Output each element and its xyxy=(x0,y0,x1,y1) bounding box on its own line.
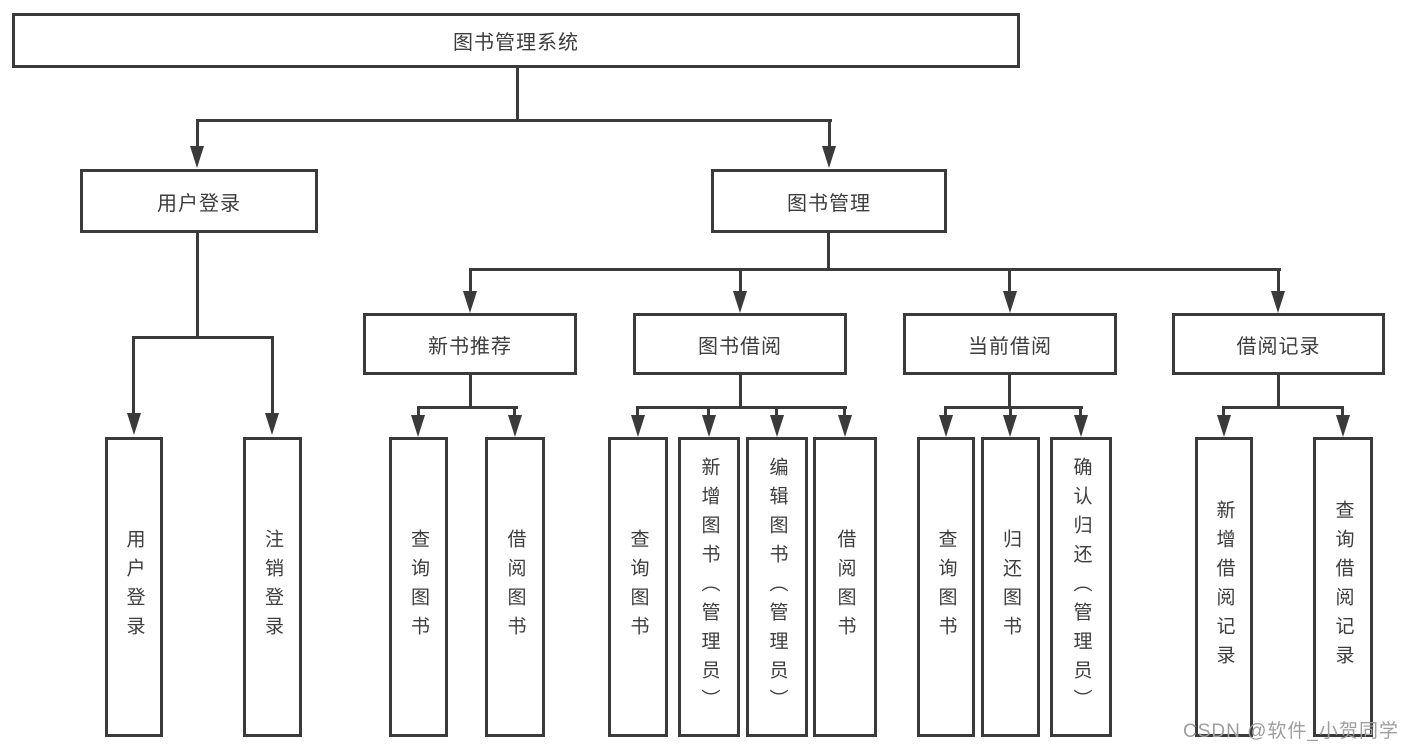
connector-line xyxy=(132,336,274,339)
arrow-down-icon xyxy=(939,415,953,437)
leaf-return-books: 归还图书 xyxy=(981,437,1040,737)
leaf-user-login-label: 用户登录 xyxy=(123,529,145,645)
leaf-logout-label: 注销登录 xyxy=(262,529,283,645)
connector-line xyxy=(516,68,519,120)
connector-line xyxy=(1008,374,1011,408)
connector-line xyxy=(196,232,199,338)
leaf-user-login: 用户登录 xyxy=(105,437,163,737)
connector-line xyxy=(271,336,274,414)
arrow-down-icon xyxy=(702,415,716,437)
arrow-down-icon xyxy=(838,415,852,437)
arrow-down-icon xyxy=(631,415,645,437)
connector-line xyxy=(1222,406,1225,417)
node-root-label: 图书管理系统 xyxy=(453,32,579,54)
node-current-borrow: 当前借阅 xyxy=(903,313,1117,375)
leaf-borrow-query-books: 查询图书 xyxy=(608,437,668,737)
arrow-down-icon xyxy=(1003,291,1017,313)
leaf-borrow-query-books-label: 查询图书 xyxy=(627,529,649,645)
leaf-current-query-books: 查询图书 xyxy=(917,437,975,737)
node-book-management-label: 图书管理 xyxy=(787,192,871,215)
node-new-book-recommend: 新书推荐 xyxy=(363,313,577,375)
connector-line xyxy=(469,374,472,408)
connector-line xyxy=(775,406,778,417)
connector-line xyxy=(1222,406,1344,409)
connector-line xyxy=(1009,406,1012,417)
arrow-down-icon xyxy=(411,415,425,437)
node-user-login-label: 用户登录 xyxy=(157,192,241,215)
arrow-down-icon xyxy=(127,413,141,435)
connector-line xyxy=(1008,268,1011,293)
leaf-return-books-label: 归还图书 xyxy=(1000,529,1021,645)
connector-line xyxy=(417,406,420,417)
leaf-current-query-books-label: 查询图书 xyxy=(935,529,957,645)
arrow-down-icon xyxy=(822,146,836,168)
node-borrow-record: 借阅记录 xyxy=(1172,313,1385,375)
connector-line xyxy=(636,406,639,417)
node-borrow-record-label: 借阅记录 xyxy=(1236,335,1321,358)
arrow-down-icon xyxy=(1074,415,1088,437)
connector-line xyxy=(469,268,1281,271)
connector-line xyxy=(828,119,831,148)
leaf-newbook-borrow-books: 借阅图书 xyxy=(485,437,545,737)
connector-line xyxy=(739,374,742,408)
leaf-borrow-borrow-books-label: 借阅图书 xyxy=(834,529,856,645)
connector-line xyxy=(944,406,947,417)
node-book-management: 图书管理 xyxy=(711,169,947,233)
node-new-book-recommend-label: 新书推荐 xyxy=(428,335,512,358)
arrow-down-icon xyxy=(508,415,522,437)
arrow-down-icon xyxy=(265,413,279,435)
connector-line xyxy=(513,406,516,417)
connector-line xyxy=(1341,406,1344,417)
leaf-query-borrow-record: 查询借阅记录 xyxy=(1313,437,1373,737)
connector-line xyxy=(196,119,199,148)
leaf-borrow-borrow-books: 借阅图书 xyxy=(813,437,877,737)
leaf-confirm-return-admin-label: 确认归还（管理员） xyxy=(1070,456,1092,718)
connector-line xyxy=(843,406,846,417)
arrow-down-icon xyxy=(770,415,784,437)
connector-line xyxy=(417,406,518,409)
arrow-down-icon xyxy=(733,291,747,313)
leaf-newbook-borrow-books-label: 借阅图书 xyxy=(504,529,526,645)
leaf-add-books-admin: 新增图书（管理员） xyxy=(678,437,740,737)
connector-line xyxy=(1277,374,1280,408)
leaf-logout: 注销登录 xyxy=(243,437,302,737)
arrow-down-icon xyxy=(463,291,477,313)
leaf-newbook-query-books: 查询图书 xyxy=(389,437,448,737)
arrow-down-icon xyxy=(1336,415,1350,437)
arrow-down-icon xyxy=(1217,415,1231,437)
leaf-add-books-admin-label: 新增图书（管理员） xyxy=(698,456,720,718)
node-root-library-system: 图书管理系统 xyxy=(12,13,1020,68)
node-current-borrow-label: 当前借阅 xyxy=(968,335,1052,358)
connector-line xyxy=(944,406,1083,409)
leaf-confirm-return-admin: 确认归还（管理员） xyxy=(1050,437,1112,737)
connector-line xyxy=(707,406,710,417)
connector-line xyxy=(132,336,135,414)
node-user-login: 用户登录 xyxy=(80,169,318,233)
leaf-query-borrow-record-label: 查询借阅记录 xyxy=(1332,500,1354,674)
leaf-add-borrow-record: 新增借阅记录 xyxy=(1195,437,1253,737)
node-book-borrow-label: 图书借阅 xyxy=(698,335,782,358)
connector-line xyxy=(827,232,830,270)
arrow-down-icon xyxy=(190,146,204,168)
leaf-edit-books-admin-label: 编辑图书（管理员） xyxy=(766,456,788,718)
connector-line xyxy=(196,119,832,122)
leaf-add-borrow-record-label: 新增借阅记录 xyxy=(1213,500,1235,674)
connector-line xyxy=(739,268,742,293)
leaf-edit-books-admin: 编辑图书（管理员） xyxy=(746,437,808,737)
csdn-watermark: CSDN @软件_小贺同学 xyxy=(1183,721,1399,742)
connector-line xyxy=(469,268,472,293)
arrow-down-icon xyxy=(1271,291,1285,313)
leaf-newbook-query-books-label: 查询图书 xyxy=(408,529,429,645)
node-book-borrow: 图书借阅 xyxy=(633,313,847,375)
connector-line xyxy=(1277,268,1280,293)
connector-line xyxy=(636,406,847,409)
arrow-down-icon xyxy=(1003,415,1017,437)
connector-line xyxy=(1079,406,1082,417)
